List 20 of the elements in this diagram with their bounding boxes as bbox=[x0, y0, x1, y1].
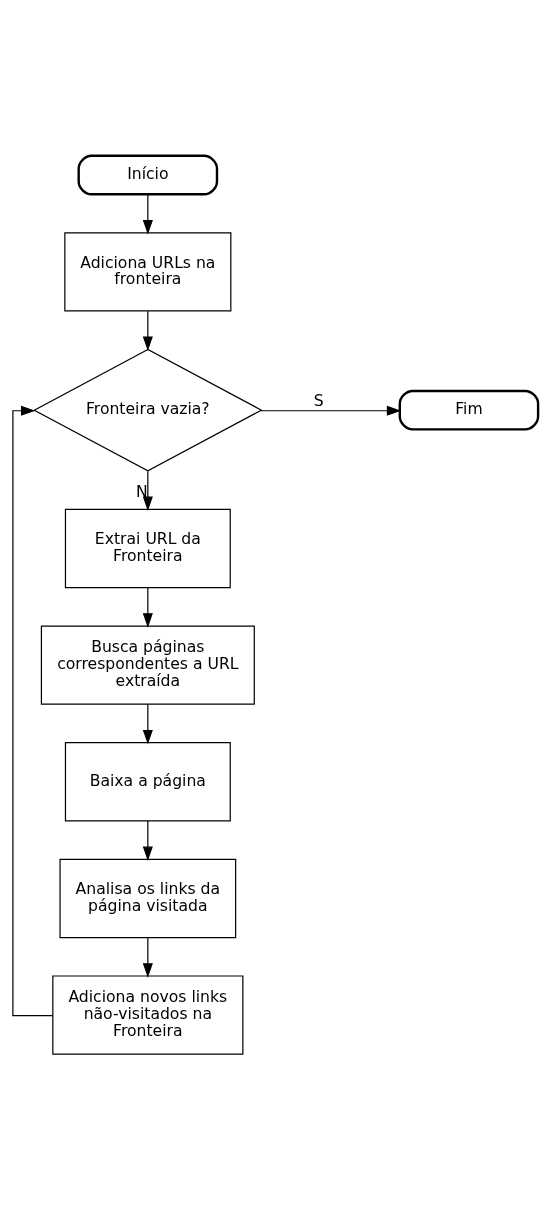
arrow bbox=[142, 193, 153, 235]
node-box: Extrai URL da Fronteira bbox=[64, 508, 231, 588]
node-box: Adiciona novos links não-visitados na Fronteira bbox=[52, 974, 244, 1055]
arrow bbox=[142, 703, 153, 744]
arrow bbox=[260, 405, 402, 416]
arrow bbox=[142, 936, 153, 978]
arrow bbox=[142, 470, 153, 511]
node-box: Início bbox=[77, 154, 219, 195]
node-box: Analisa os links da página visitada bbox=[59, 858, 237, 938]
edge-label: S bbox=[313, 390, 324, 410]
node-box: Busca páginas correspondentes a URL extraída bbox=[40, 624, 255, 705]
arrow bbox=[142, 819, 153, 861]
arrow bbox=[12, 405, 54, 1016]
node-diamond: Fronteira vazia? bbox=[33, 348, 263, 472]
arrow bbox=[142, 586, 153, 628]
node-box: Baixa a página bbox=[64, 741, 231, 821]
arrow bbox=[142, 310, 153, 351]
node-box: Adiciona URLs na fronteira bbox=[64, 231, 232, 312]
edge-label: N bbox=[135, 481, 148, 501]
node-box: Fim bbox=[398, 389, 540, 431]
